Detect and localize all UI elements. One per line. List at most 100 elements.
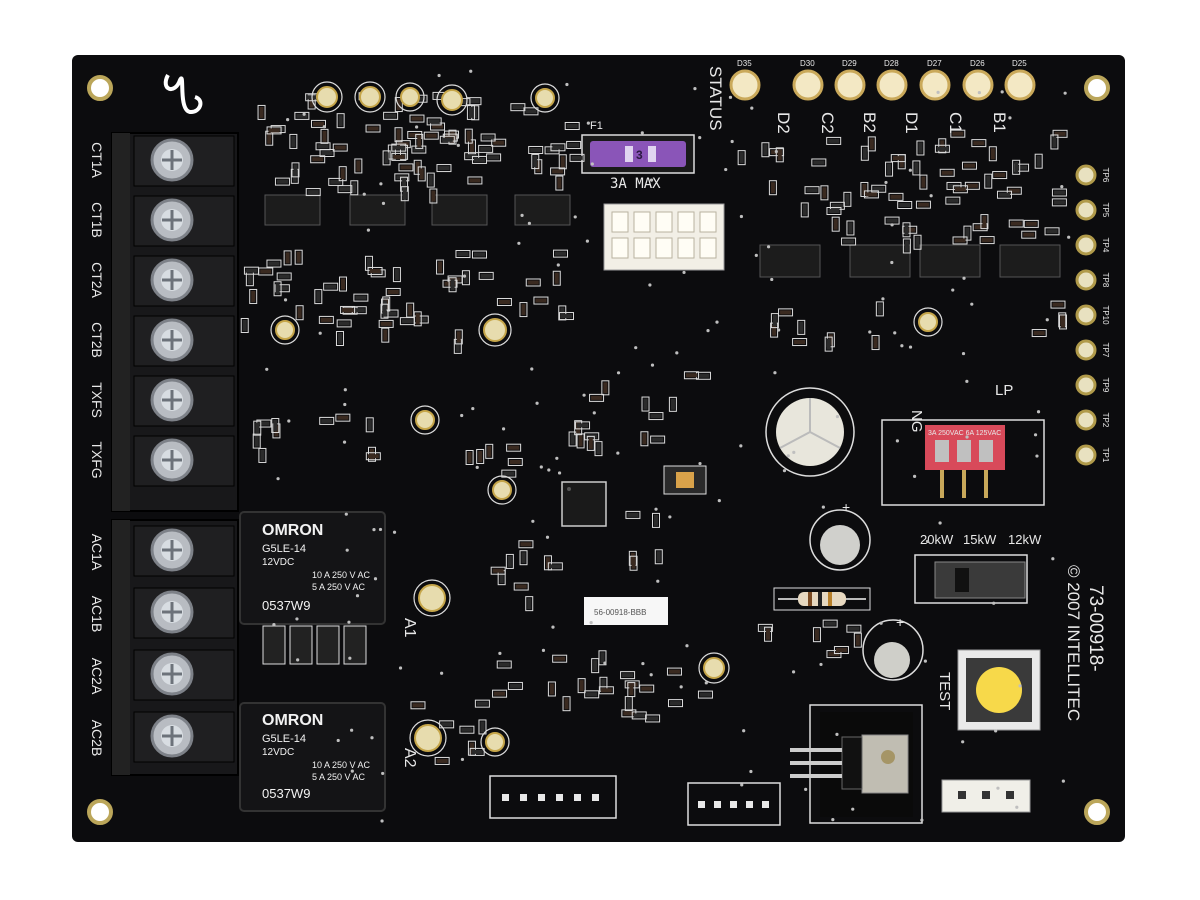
smd-part (372, 271, 384, 276)
via (965, 435, 969, 439)
smd-part (527, 280, 539, 285)
smd-part (862, 183, 867, 195)
via (336, 738, 340, 743)
via (585, 239, 589, 243)
via (749, 769, 753, 774)
status-led (729, 69, 761, 101)
smd-part (385, 113, 397, 118)
svg-text:+: + (896, 614, 904, 630)
via (819, 662, 823, 667)
component-outline (413, 579, 451, 617)
smd-part (848, 222, 853, 234)
test-point[interactable] (1075, 304, 1097, 326)
via (965, 379, 969, 383)
via (555, 456, 559, 460)
via (440, 671, 444, 675)
test-button-sw1[interactable] (957, 649, 1041, 731)
capacitor-c2 (765, 387, 855, 477)
smd-footprint (897, 200, 913, 209)
via (698, 461, 702, 466)
connector-pin (699, 211, 717, 233)
smd-part (963, 163, 975, 168)
test-point[interactable] (1075, 444, 1097, 466)
smd-part (307, 190, 319, 195)
smd-footprint (442, 279, 458, 288)
smd-footprint (519, 550, 528, 566)
smd-footprint (863, 190, 879, 199)
smd-part (568, 142, 580, 147)
smd-footprint (332, 143, 348, 152)
smd-footprint (812, 627, 821, 643)
round-component (359, 86, 381, 108)
relay-code: 0537W9 (262, 598, 310, 613)
smd-part (1060, 316, 1065, 328)
smd-part (994, 173, 1006, 178)
via (1060, 185, 1064, 189)
test-point[interactable] (1075, 374, 1097, 396)
switch-sw2[interactable]: 3A 250VAC 6A 125VAC (881, 419, 1045, 506)
via (373, 577, 378, 581)
component-outline (530, 83, 560, 113)
smd-part (1053, 190, 1065, 195)
smd-part (438, 166, 450, 171)
smd-part (603, 382, 608, 394)
test-point-label: TP1 (1101, 448, 1110, 463)
test-point-label: TP2 (1101, 413, 1110, 428)
screw-slot (162, 330, 182, 350)
via (460, 413, 464, 418)
smd-footprint (629, 555, 638, 571)
smd-footprint (380, 303, 389, 319)
diode-array (262, 625, 367, 665)
via (1051, 557, 1055, 561)
smd-part (297, 307, 302, 319)
smd-part (877, 303, 882, 315)
via (766, 245, 771, 249)
smd-part (813, 160, 825, 165)
via (923, 659, 927, 663)
smd-part (668, 669, 680, 674)
test-point[interactable] (1075, 164, 1097, 186)
smd-part (428, 119, 440, 124)
via (728, 95, 733, 99)
mounting-hole (87, 75, 113, 101)
smd-part (794, 340, 806, 345)
smd-footprint (496, 660, 512, 669)
test-point[interactable] (1075, 234, 1097, 256)
smd-footprint (764, 626, 773, 642)
status-led (792, 69, 824, 101)
smd-part (549, 564, 561, 569)
smd-part (652, 437, 664, 442)
test-point[interactable] (1075, 339, 1097, 361)
led-group-label: D1 (902, 112, 921, 134)
smd-footprint (586, 435, 595, 451)
smd-part (527, 598, 532, 610)
led-group-label: B2 (860, 112, 879, 133)
smd-part (322, 130, 327, 142)
smd-part (321, 418, 333, 423)
smd-footprint (507, 681, 523, 690)
smd-part (1008, 188, 1020, 193)
smd-footprint (491, 138, 507, 147)
test-point[interactable] (1075, 199, 1097, 221)
smd-part (503, 471, 515, 476)
smd-footprint (598, 650, 607, 666)
via (541, 648, 546, 652)
smd-part (835, 648, 847, 653)
smd-footprint (461, 270, 470, 286)
smd-part (670, 701, 682, 706)
smd-part (307, 95, 319, 100)
smd-part (921, 176, 926, 188)
smd-part (467, 452, 472, 464)
smd-part (508, 445, 520, 450)
via (539, 465, 543, 469)
test-point-label: TP4 (1101, 238, 1110, 253)
smd-part (312, 157, 324, 162)
smd-part (380, 321, 392, 326)
smd-part (385, 311, 397, 316)
header-pin (592, 794, 599, 801)
smd-part (366, 257, 371, 269)
test-point[interactable] (1075, 409, 1097, 431)
smd-footprint (826, 207, 842, 216)
test-point[interactable] (1075, 269, 1097, 291)
kw-selector-sw3[interactable] (914, 554, 1028, 604)
